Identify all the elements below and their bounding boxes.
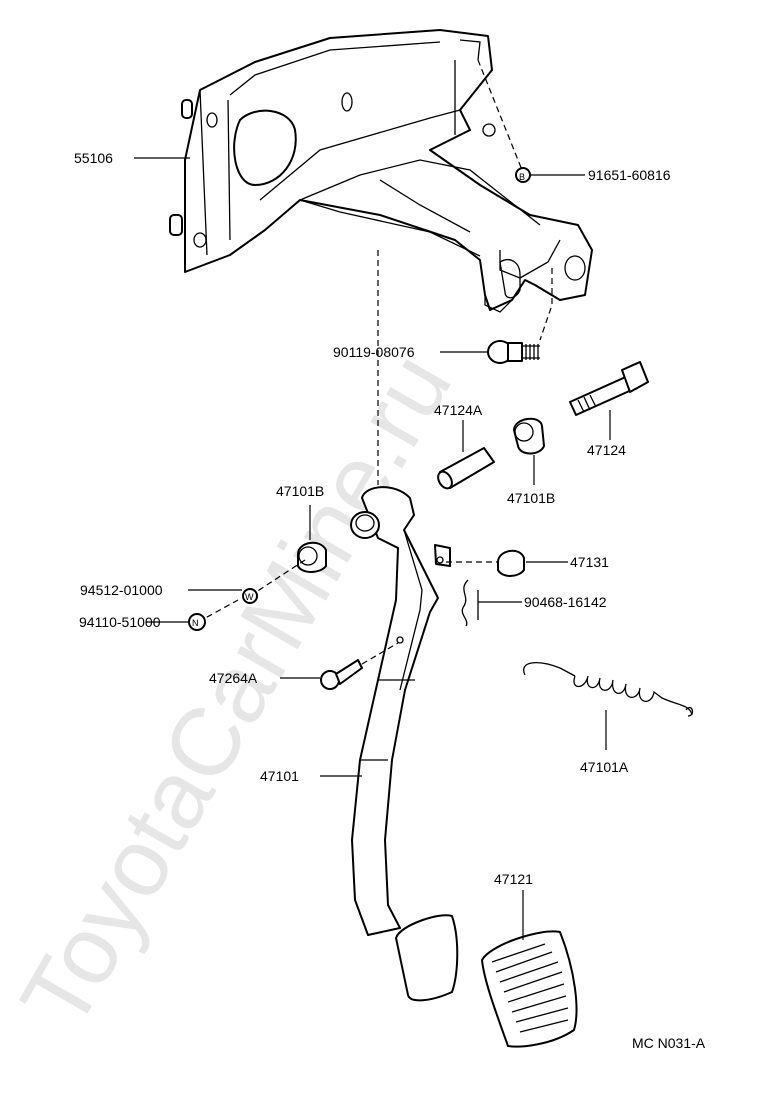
label-washer: 94512-01000 [80,582,163,598]
stop-cushion-icon [497,549,525,577]
pedal-arm [350,486,459,1002]
svg-text:N: N [192,618,199,628]
diagram-code: MC N031-A [632,1035,706,1051]
nut-icon: N [188,613,206,631]
label-bushing-left: 47101B [276,483,324,499]
bolt-91651-icon: B [515,167,531,183]
washer-icon: W [242,588,258,604]
svg-text:W: W [245,592,254,602]
label-bolt-small: 90119-08076 [333,344,415,360]
pin-bolt-icon [569,361,649,416]
label-spring: 47101A [580,759,629,775]
label-nut: 94110-51000 [79,614,161,630]
label-pin-bolt: 47124 [587,442,626,458]
label-bolt-top: 91651-60816 [588,167,671,183]
label-bushing-right: 47101B [507,490,555,506]
label-pedal-pad: 47121 [494,871,533,887]
bolt-90119-icon [487,340,540,364]
label-small-bolt: 47264A [209,670,258,686]
assembly-line-bolt-small [539,268,553,341]
small-bolt-icon [320,659,363,690]
bushing-right-icon [513,417,545,455]
collar-icon [437,447,495,490]
label-clip: 90468-16142 [524,594,607,610]
label-pedal-arm: 47101 [260,768,299,784]
label-bracket: 55106 [74,150,113,166]
pedal-pad-icon [481,930,578,1048]
label-stop-cushion: 47131 [570,554,609,570]
clip-icon [461,579,479,627]
pedal-bracket [169,29,593,313]
spring-icon [523,662,694,717]
label-collar: 47124A [434,402,483,418]
bushing-left-icon [297,541,327,573]
svg-text:B: B [519,172,525,182]
